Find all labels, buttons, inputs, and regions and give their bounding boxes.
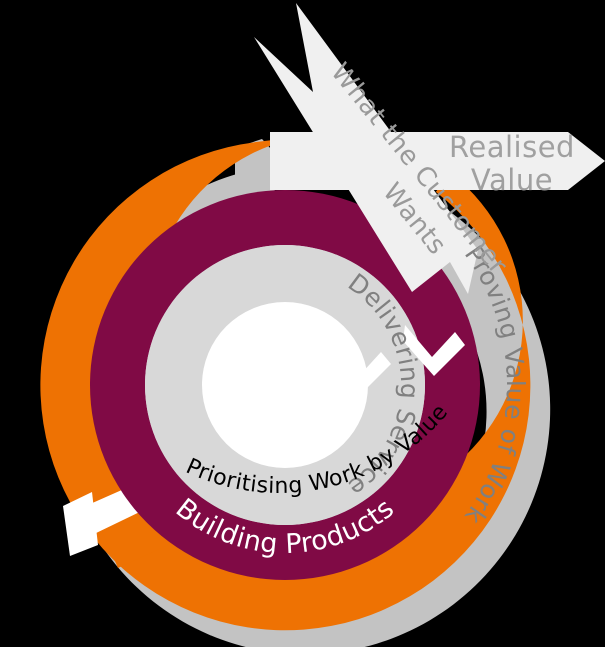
ring-inner-gray[interactable] xyxy=(145,245,425,525)
arrow-realised-value[interactable] xyxy=(270,132,605,190)
realised-value-line1: Realised xyxy=(449,130,575,164)
inner-gray-chevron-notch xyxy=(328,345,391,394)
realised-value-line2: Value xyxy=(471,163,553,197)
orange-tail-notch-2 xyxy=(63,492,98,556)
center-hub xyxy=(202,302,368,468)
arrow-label-realised-value: Realised Value xyxy=(449,130,575,197)
maroon-chevron-notch xyxy=(403,325,465,376)
